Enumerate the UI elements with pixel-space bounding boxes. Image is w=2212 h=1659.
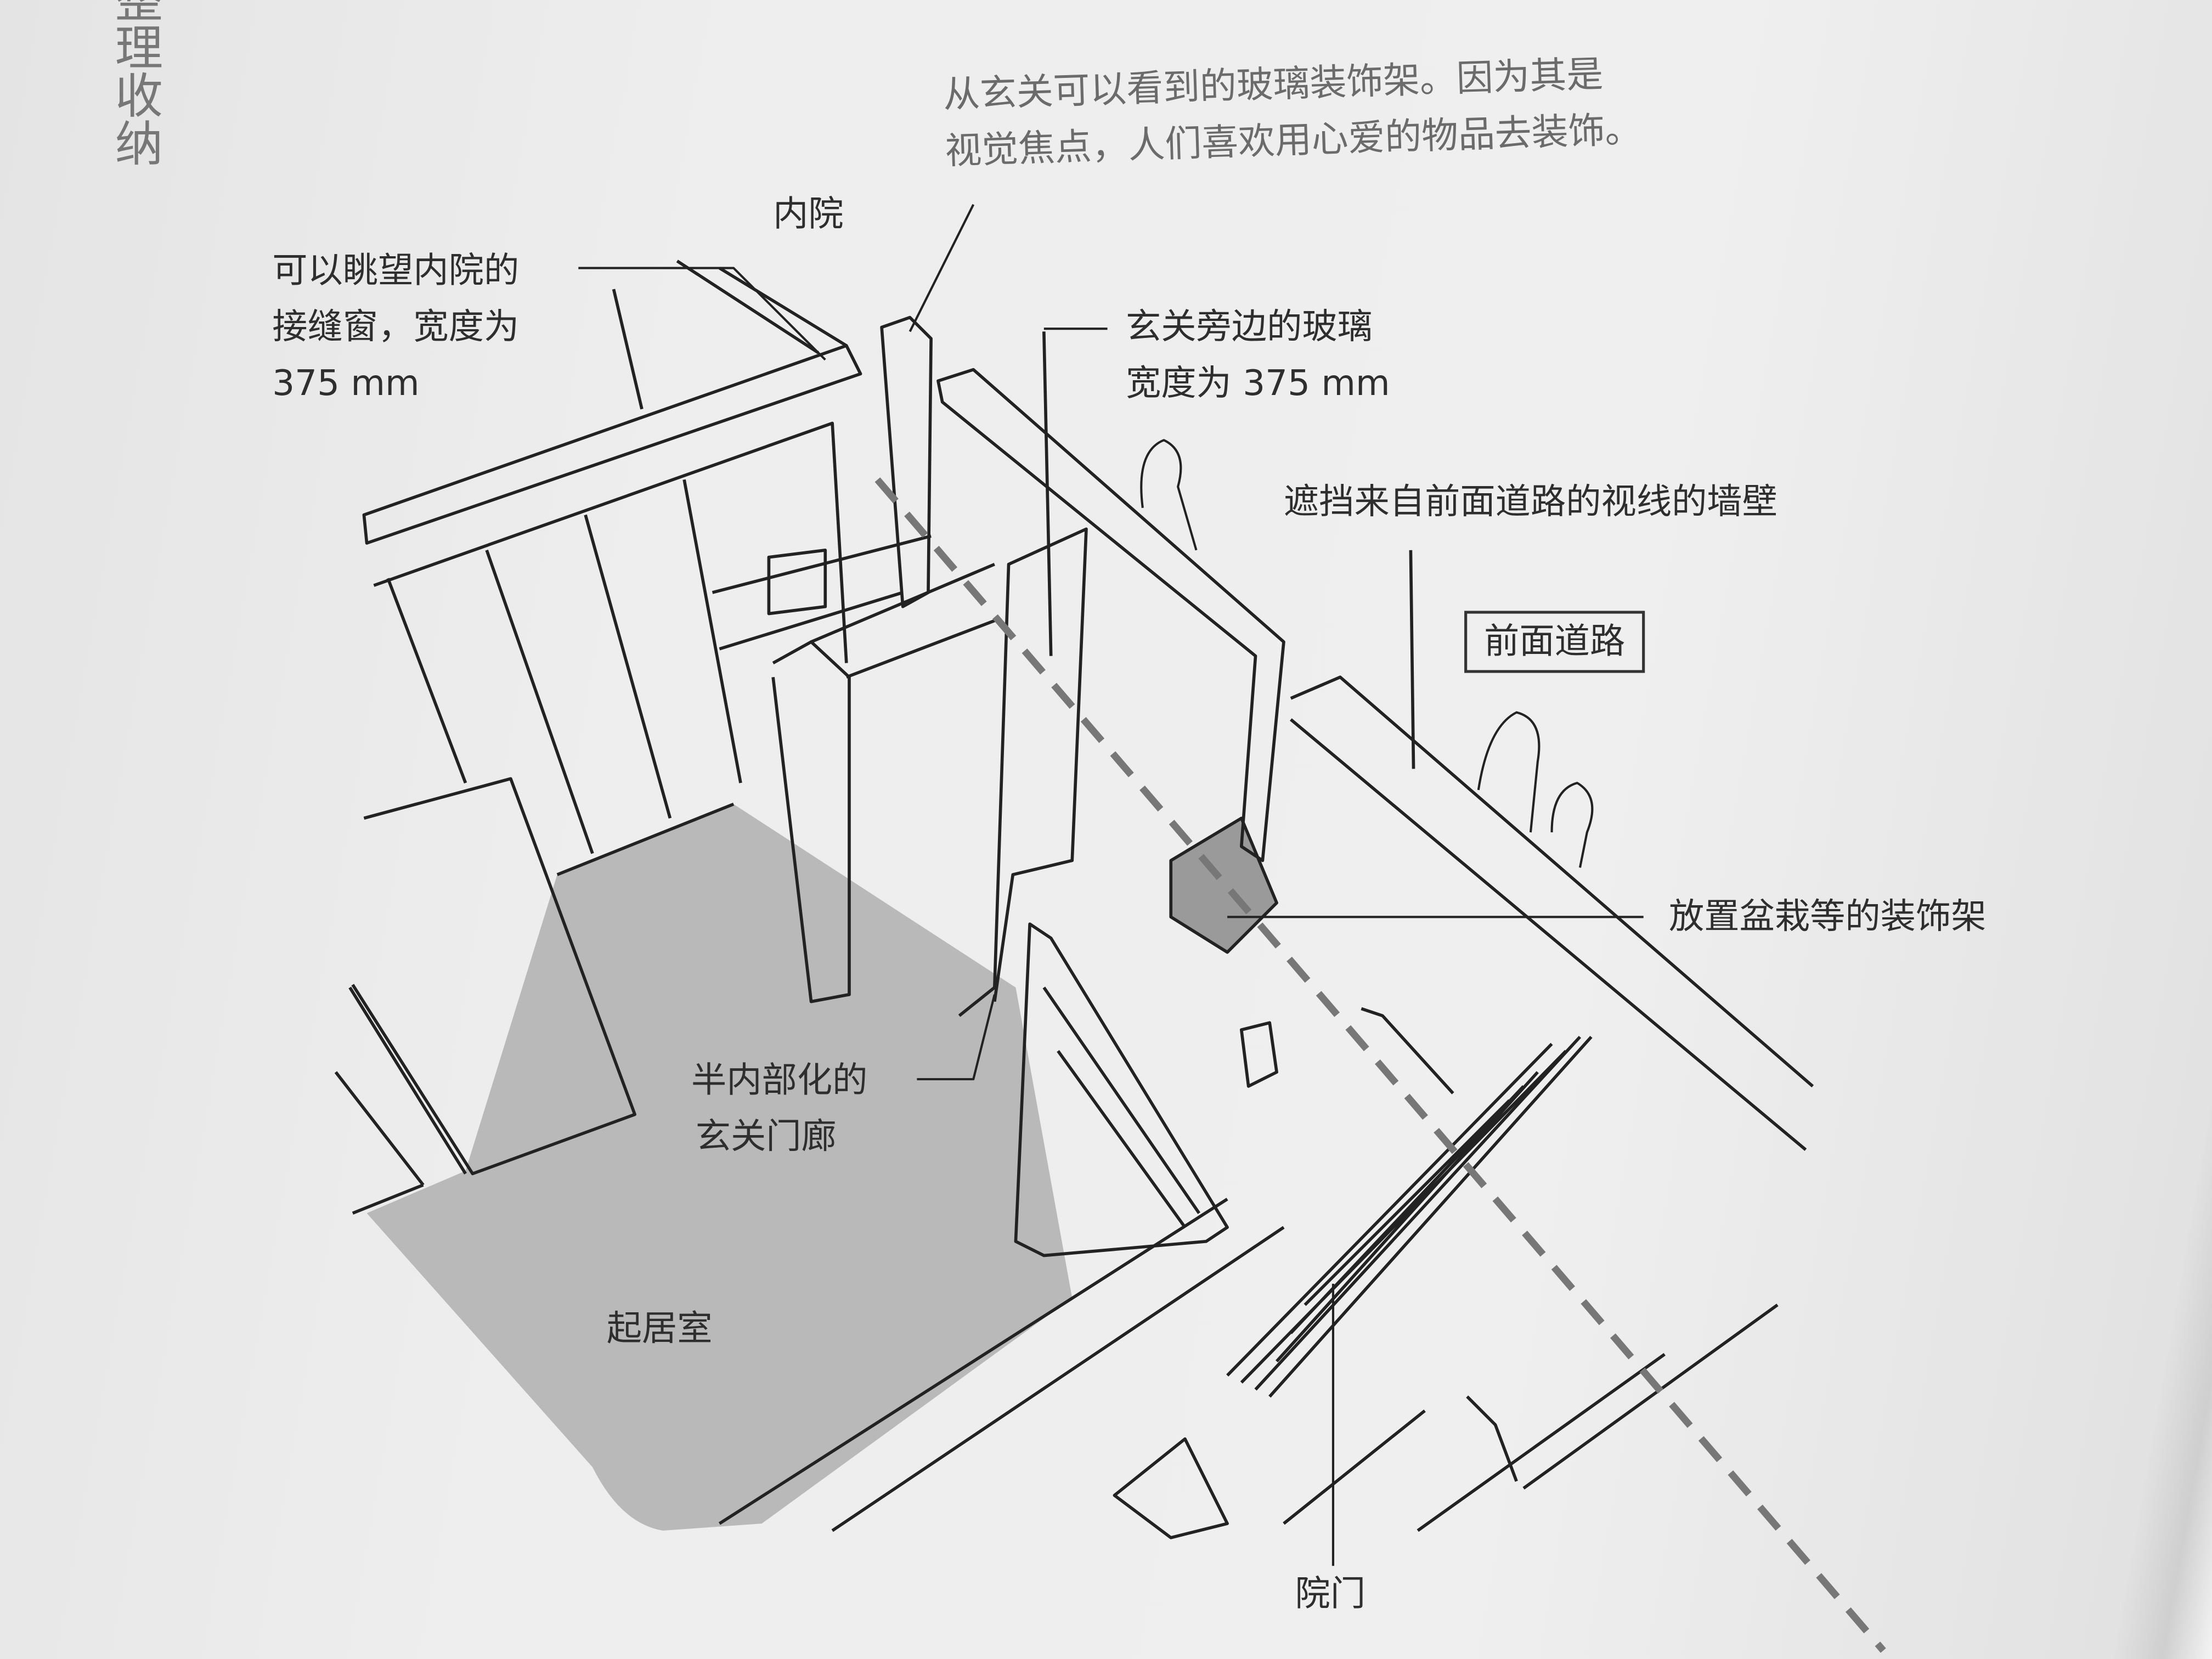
floor-edges (352, 1183, 1285, 1532)
label-plant-shelf: 放置盆栽等的装饰架 (1668, 895, 1987, 937)
label-line: 可以眺望内院的 (272, 250, 520, 291)
label-side-glass: 玄关旁边的玻璃 宽度为 375 mm (1126, 299, 1390, 412)
label-screen-wall: 遮挡来自前面道路的视线的墙壁 (1283, 481, 1778, 522)
page-section-header: 整理收纳 (105, 0, 162, 167)
living-room-floor-shade (366, 804, 1073, 1531)
label-line: 玄关旁边的玻璃 (1125, 306, 1373, 347)
label-slit-window: 可以眺望内院的 接缝窗，宽度为 375 mm (272, 242, 519, 412)
label-front-road: 前面道路 (1464, 611, 1645, 673)
entrance-columns (712, 315, 1285, 1017)
front-screen-wall (1290, 550, 1814, 1151)
courtyard-walls (334, 259, 862, 1186)
label-line: 宽度为 375 mm (1125, 362, 1390, 404)
leader-lines (578, 204, 1644, 1566)
gate-louvers (1113, 1036, 1779, 1539)
label-line: 接缝窗，宽度为 (272, 306, 520, 347)
label-living-room: 起居室 (606, 1307, 713, 1349)
entry-door (1014, 922, 1454, 1257)
label-gate: 院门 (1295, 1573, 1366, 1614)
sightline-dashed (874, 477, 1886, 1653)
label-line: 半内部化的 (691, 1059, 868, 1101)
label-porch: 半内部化的 玄关门廊 (691, 1052, 867, 1165)
label-courtyard: 内院 (773, 193, 844, 234)
note-glass-shelf: 从玄关可以看到的玻璃装饰架。因为其是 视觉焦点，人们喜欢用心爱的物品去装饰。 (943, 46, 1643, 181)
label-line: 375 mm (272, 362, 420, 404)
label-line: 玄关门廊 (695, 1115, 837, 1157)
human-figures (1140, 439, 1594, 868)
